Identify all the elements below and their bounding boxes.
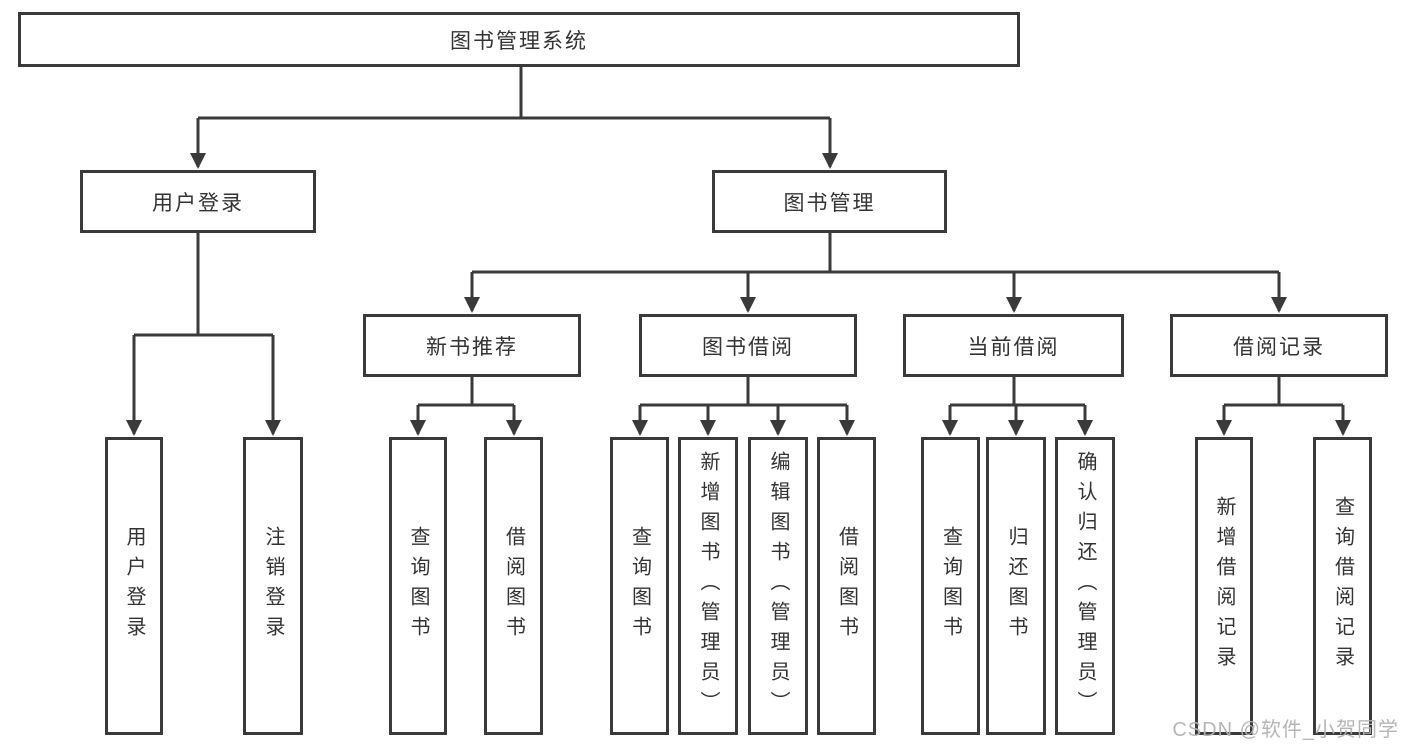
- leaf-label: 注销登录: [262, 526, 284, 646]
- node-current-borrowing: 当前借阅: [903, 314, 1124, 377]
- leaf-label: 用户登录: [123, 526, 145, 646]
- leaf-label: 查询借阅记录: [1331, 496, 1354, 676]
- node-new-book-recommend: 新书推荐: [363, 314, 581, 377]
- node-root: 图书管理系统: [18, 12, 1020, 67]
- leaf-label: 借阅图书: [835, 526, 858, 646]
- node-book-borrowing: 图书借阅: [639, 314, 857, 377]
- leaf-query-books-borrowing: 查询图书: [610, 437, 669, 735]
- leaf-return-book: 归还图书: [986, 437, 1046, 735]
- leaf-label: 查询图书: [628, 526, 651, 646]
- node-borrowing-records: 借阅记录: [1170, 314, 1388, 377]
- leaf-query-books-recommend: 查询图书: [389, 437, 447, 735]
- leaf-label: 查询图书: [407, 526, 429, 646]
- leaf-edit-book-admin: 编辑图书（管理员）: [748, 437, 808, 735]
- leaf-label: 归还图书: [1005, 526, 1027, 646]
- leaf-label: 借阅图书: [502, 526, 525, 646]
- leaf-logout: 注销登录: [243, 437, 303, 735]
- node-book-management: 图书管理: [712, 170, 947, 233]
- leaf-query-borrow-record: 查询借阅记录: [1313, 437, 1372, 735]
- leaf-label: 新增图书（管理员）: [697, 451, 719, 721]
- leaf-query-books-current: 查询图书: [921, 437, 980, 735]
- leaf-confirm-return-admin: 确认归还（管理员）: [1055, 437, 1115, 735]
- leaf-label: 编辑图书（管理员）: [767, 451, 789, 721]
- leaf-label: 新增借阅记录: [1213, 496, 1235, 676]
- leaf-add-borrow-record: 新增借阅记录: [1195, 437, 1253, 735]
- watermark: CSDN @软件_小贺同学: [1172, 719, 1399, 741]
- leaf-label: 确认归还（管理员）: [1074, 451, 1096, 721]
- leaf-add-book-admin: 新增图书（管理员）: [678, 437, 738, 735]
- leaf-borrow-books-borrowing: 借阅图书: [817, 437, 876, 735]
- leaf-label: 查询图书: [939, 526, 962, 646]
- leaf-borrow-books-recommend: 借阅图书: [484, 437, 543, 735]
- leaf-user-login: 用户登录: [105, 437, 163, 735]
- node-user-login: 用户登录: [80, 170, 316, 233]
